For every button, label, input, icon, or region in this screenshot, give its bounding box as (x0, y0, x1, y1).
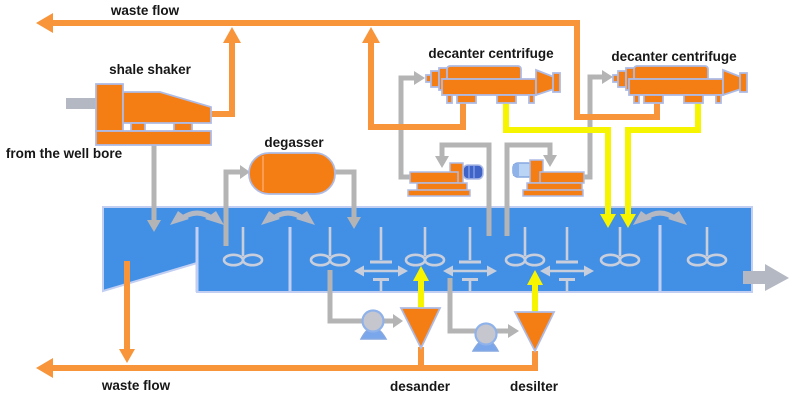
label-desander: desander (390, 379, 451, 394)
label-decanter-centrifuge-1: decanter centrifuge (428, 46, 554, 61)
label-decanter-centrifuge-2: decanter centrifuge (611, 49, 737, 64)
label-degasser: degasser (264, 135, 324, 150)
desander (399, 307, 442, 351)
centrifuge-feed-pump-1 (407, 162, 484, 197)
yellow-line-centrifuge2-to-tank (620, 101, 701, 228)
shale-shaker (95, 83, 212, 146)
pipe-shaker-to-tank (147, 144, 161, 232)
pipe-degasser-to-tank (334, 169, 361, 229)
degasser (248, 152, 336, 195)
mud-tank (102, 206, 753, 294)
pipe-tank-to-pump2 (504, 142, 557, 236)
waste-line-centrifuge1 (362, 27, 466, 130)
label-waste-flow-top: waste flow (110, 3, 180, 18)
waste-line-shaker (207, 27, 241, 117)
waste-line-bottom (36, 347, 538, 378)
yellow-line-desander-to-tank (413, 266, 429, 308)
desilter-pump (471, 322, 500, 352)
waste-lines (36, 13, 660, 378)
waste-line-sandtrap (119, 261, 135, 363)
label-shale-shaker: shale shaker (109, 62, 192, 77)
desander-pump (359, 309, 388, 340)
centrifuge-feed-pump-2 (512, 159, 585, 197)
decanter-centrifuge-1 (425, 65, 561, 104)
label-waste-flow-bottom: waste flow (101, 378, 171, 393)
clean-mud-lines (413, 99, 701, 312)
gray-piping (147, 70, 613, 338)
waste-line-top (36, 13, 660, 120)
tank-outlet-arrow-icon (743, 264, 789, 291)
pipe-tank-to-pump1 (435, 142, 492, 236)
label-from-well-bore: from the well bore (6, 146, 123, 161)
decanter-centrifuge-2 (612, 65, 748, 104)
yellow-line-desilter-to-tank (527, 270, 543, 312)
label-desilter: desilter (510, 379, 559, 394)
pipe-tank-to-degasser (223, 165, 250, 246)
desilter (513, 311, 556, 354)
yellow-line-centrifuge1-to-tank (503, 99, 616, 228)
